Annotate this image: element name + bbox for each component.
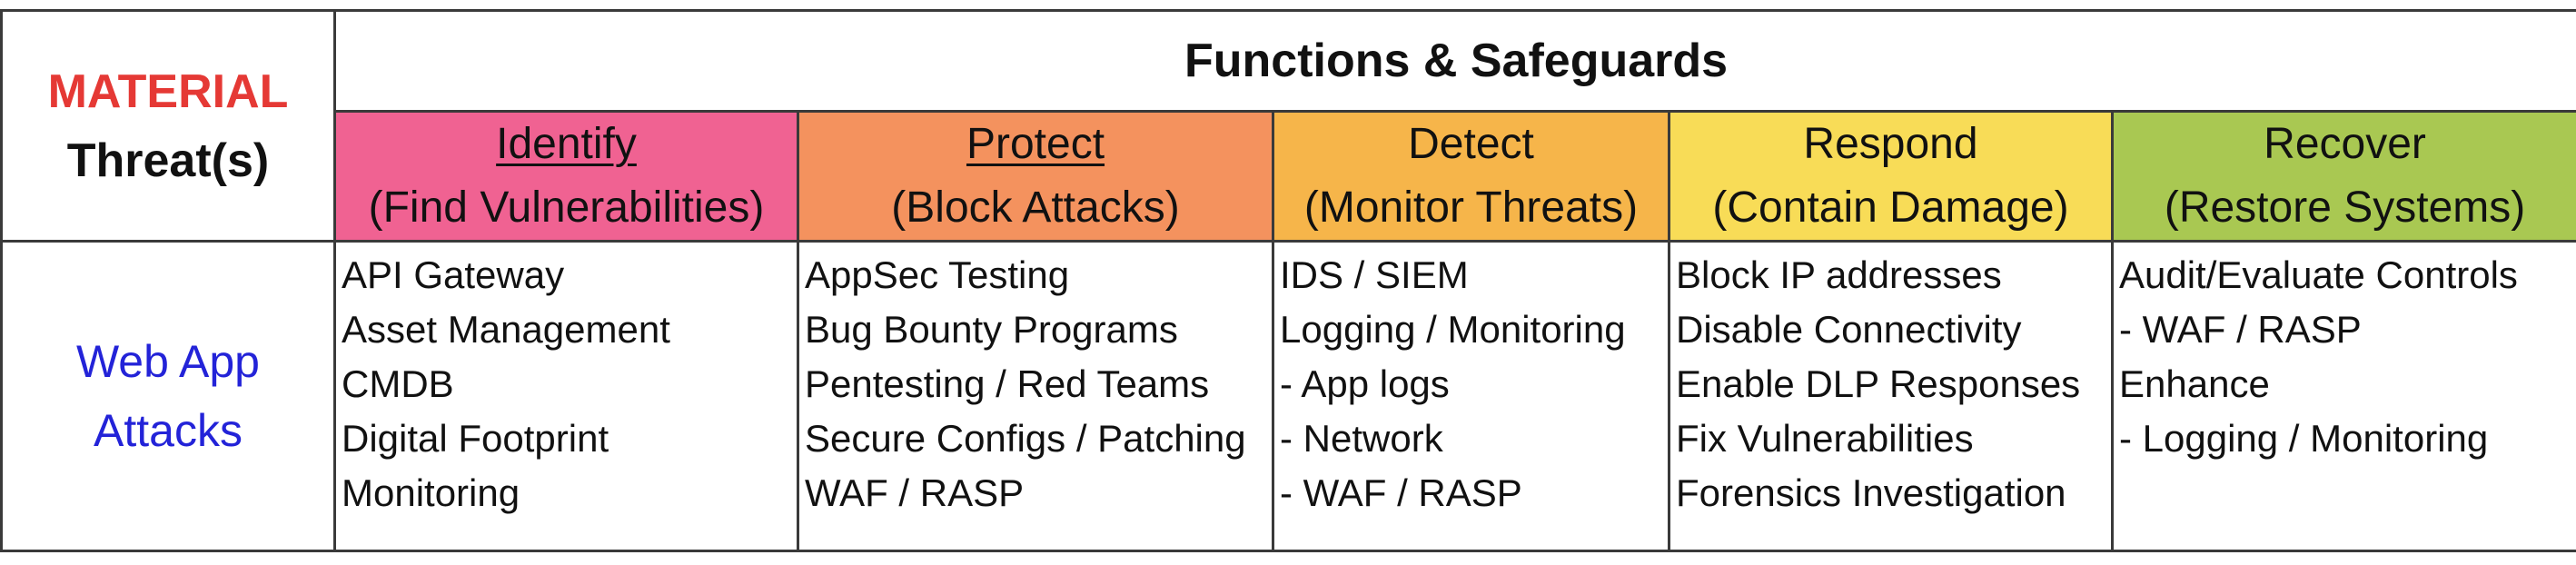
- threat-name-line: Attacks: [94, 405, 243, 456]
- list-item: Bug Bounty Programs: [805, 308, 1178, 351]
- list-item: Monitoring: [342, 471, 520, 514]
- identify-safeguards-cell: API Gateway Asset Management CMDB Digita…: [333, 240, 799, 552]
- function-protect-header: Protect (Block Attacks): [797, 110, 1274, 243]
- function-subtitle: (Monitor Threats): [1303, 183, 1639, 232]
- function-detect-header: Detect (Monitor Threats): [1272, 110, 1670, 243]
- list-item: - Network: [1280, 417, 1443, 460]
- list-item: - Logging / Monitoring: [2119, 417, 2489, 460]
- function-recover-header: Recover (Restore Systems): [2110, 110, 2576, 243]
- list-item: Pentesting / Red Teams: [805, 362, 1210, 405]
- function-subtitle: (Contain Damage): [1712, 183, 2069, 232]
- recover-safeguards-cell: Audit/Evaluate Controls - WAF / RASP Enh…: [2110, 240, 2576, 552]
- table-row: Web App Attacks API Gateway Asset Manage…: [0, 240, 2576, 552]
- function-subtitle: (Block Attacks): [891, 183, 1180, 232]
- respond-safeguards-cell: Block IP addresses Disable Connectivity …: [1668, 240, 2114, 552]
- detect-safeguards-cell: IDS / SIEM Logging / Monitoring - App lo…: [1272, 240, 1670, 552]
- threat-header-cell: MATERIAL Threat(s): [0, 9, 336, 243]
- threat-cell-web-app-attacks: Web App Attacks: [0, 240, 336, 552]
- function-name: Identify: [496, 120, 637, 168]
- list-item: - WAF / RASP: [1280, 471, 1522, 514]
- function-name: Detect: [1408, 120, 1534, 168]
- list-item: API Gateway: [342, 253, 565, 296]
- list-item: Audit/Evaluate Controls: [2119, 253, 2518, 296]
- list-item: CMDB: [342, 362, 454, 405]
- function-name: Respond: [1803, 120, 1978, 168]
- list-item: Secure Configs / Patching: [805, 417, 1246, 460]
- function-subtitle: (Restore Systems): [2164, 183, 2526, 232]
- list-item: Enable DLP Responses: [1676, 362, 2081, 405]
- threats-label: Threat(s): [66, 134, 270, 187]
- threat-safeguards-table: MATERIAL Threat(s) Functions & Safeguard…: [0, 9, 2576, 552]
- list-item: AppSec Testing: [805, 253, 1070, 296]
- material-label: MATERIAL: [47, 64, 289, 118]
- list-item: WAF / RASP: [805, 471, 1025, 514]
- list-item: Enhance: [2119, 362, 2270, 405]
- list-item: - App logs: [1280, 362, 1450, 405]
- function-name: Protect: [966, 120, 1105, 168]
- list-item: Fix Vulnerabilities: [1676, 417, 1974, 460]
- function-respond-header: Respond (Contain Damage): [1668, 110, 2114, 243]
- list-item: IDS / SIEM: [1280, 253, 1469, 296]
- functions-safeguards-title: Functions & Safeguards: [332, 9, 2576, 113]
- function-header-row: Identify (Find Vulnerabilities) Protect …: [2, 110, 2576, 243]
- function-name: Recover: [2264, 120, 2426, 168]
- list-item: Asset Management: [342, 308, 670, 351]
- list-item: Disable Connectivity: [1676, 308, 2022, 351]
- header-row-top: MATERIAL Threat(s) Functions & Safeguard…: [0, 9, 2576, 243]
- list-item: Logging / Monitoring: [1280, 308, 1626, 351]
- threat-name-line: Web App: [75, 336, 260, 387]
- list-item: - WAF / RASP: [2119, 308, 2362, 351]
- function-identify-header: Identify (Find Vulnerabilities): [333, 110, 799, 243]
- list-item: Forensics Investigation: [1676, 471, 2066, 514]
- protect-safeguards-cell: AppSec Testing Bug Bounty Programs Pente…: [797, 240, 1274, 552]
- list-item: Digital Footprint: [342, 417, 609, 460]
- list-item: Block IP addresses: [1676, 253, 2002, 296]
- function-subtitle: (Find Vulnerabilities): [368, 183, 765, 232]
